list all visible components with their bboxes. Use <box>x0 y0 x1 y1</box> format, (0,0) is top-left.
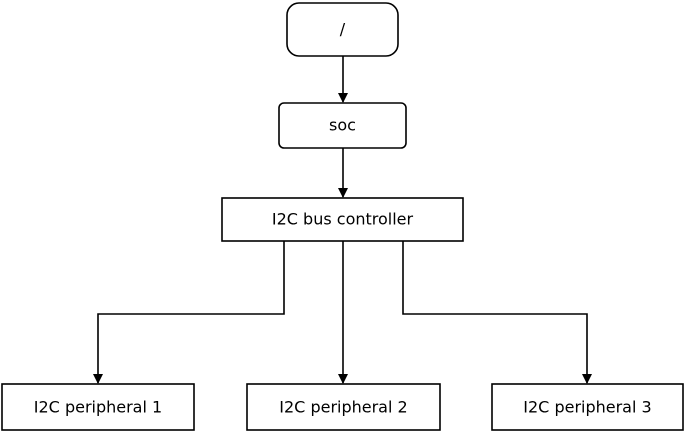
node-i2c-peripheral-2-box <box>246 383 441 431</box>
node-soc-label: soc <box>329 116 356 135</box>
node-i2c-peripheral-2-label: I2C peripheral 2 <box>279 398 407 417</box>
node-soc-box <box>278 102 407 149</box>
node-i2c-bus-controller: I2C bus controller <box>221 197 464 242</box>
node-root-label: / <box>340 20 346 39</box>
node-root-box <box>286 2 399 57</box>
node-i2c-bus-controller-box <box>221 197 464 242</box>
node-i2c-peripheral-2: I2C peripheral 2 <box>246 383 441 431</box>
edges <box>93 56 592 384</box>
edge-bus-controller-to-peripheral-3 <box>402 241 592 384</box>
node-i2c-peripheral-1-box <box>1 383 195 431</box>
node-i2c-peripheral-3-box <box>491 383 684 431</box>
node-i2c-peripheral-1: I2C peripheral 1 <box>1 383 195 431</box>
node-i2c-bus-controller-label: I2C bus controller <box>272 210 414 229</box>
node-i2c-peripheral-3: I2C peripheral 3 <box>491 383 684 431</box>
node-soc: soc <box>278 102 407 149</box>
node-root: / <box>286 2 399 57</box>
node-i2c-peripheral-1-label: I2C peripheral 1 <box>34 398 162 417</box>
edge-bus-controller-to-peripheral-1 <box>93 241 285 384</box>
node-i2c-peripheral-3-label: I2C peripheral 3 <box>523 398 651 417</box>
